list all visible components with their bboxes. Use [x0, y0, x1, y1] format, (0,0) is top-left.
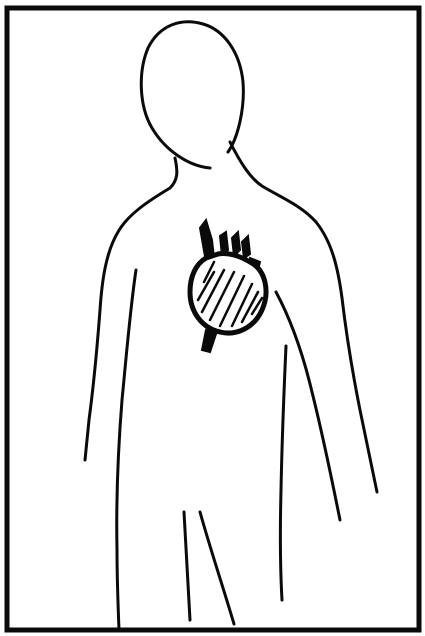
right-inner-arm-outline	[276, 292, 340, 520]
vessel-branch-right	[242, 236, 250, 258]
heart-icon	[190, 220, 266, 352]
right-torso-outline	[280, 346, 286, 600]
left-torso-outline	[117, 270, 136, 630]
right-leg-inner-outline	[200, 512, 234, 624]
head-outline	[141, 22, 243, 168]
inferior-vessel	[202, 330, 216, 352]
left-leg-inner-outline	[184, 512, 190, 620]
